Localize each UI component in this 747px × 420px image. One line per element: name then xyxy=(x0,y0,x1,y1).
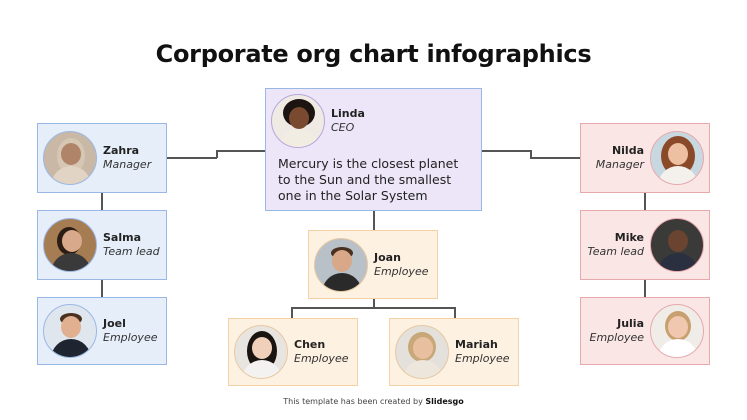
avatar xyxy=(650,304,704,358)
person-role: Team lead xyxy=(587,245,644,258)
person-role: Employee xyxy=(294,352,349,365)
person-card-mike[interactable]: Mike Team lead xyxy=(580,210,710,280)
person-card-joel[interactable]: Joel Employee xyxy=(37,297,167,365)
person-name: Linda xyxy=(331,107,365,120)
avatar xyxy=(271,94,325,148)
person-card-chen[interactable]: Chen Employee xyxy=(228,318,358,386)
ceo-description: Mercury is the closest planet to the Sun… xyxy=(278,156,459,203)
connector-line xyxy=(454,307,456,318)
person-name: Mariah xyxy=(455,338,498,351)
ceo-card[interactable]: Linda CEO Mercury is the closest planet … xyxy=(265,88,482,211)
person-name: Nilda xyxy=(611,144,644,157)
person-card-nilda[interactable]: Nilda Manager xyxy=(580,123,710,193)
connector-line xyxy=(291,307,293,318)
person-card-julia[interactable]: Julia Employee xyxy=(580,297,710,365)
brand-link[interactable]: Slidesgo xyxy=(425,397,464,406)
footer-credit: This template has been created by Slides… xyxy=(283,397,464,406)
avatar xyxy=(314,237,368,292)
person-card-joan[interactable]: Joan Employee xyxy=(308,230,438,299)
person-card-zahra[interactable]: Zahra Manager xyxy=(37,123,167,193)
avatar xyxy=(650,218,704,272)
person-role: Employee xyxy=(455,352,510,365)
avatar xyxy=(43,131,97,185)
person-name: Joel xyxy=(103,317,126,330)
person-name: Joan xyxy=(374,250,401,264)
connector-line xyxy=(291,307,455,309)
page-title: Corporate org chart infographics xyxy=(155,40,592,68)
person-role: Employee xyxy=(589,331,644,344)
connector-line xyxy=(644,280,646,297)
person-role: CEO xyxy=(331,121,355,134)
avatar xyxy=(395,325,449,379)
person-role: Team lead xyxy=(103,245,160,258)
connector-line xyxy=(373,299,375,308)
person-role: Manager xyxy=(103,158,152,171)
connector-line xyxy=(482,150,531,152)
person-name: Chen xyxy=(294,338,326,351)
connector-line xyxy=(101,193,103,210)
connector-line xyxy=(373,211,375,230)
connector-line xyxy=(530,150,532,158)
connector-line xyxy=(167,157,217,159)
person-card-salma[interactable]: Salma Team lead xyxy=(37,210,167,280)
person-card-mariah[interactable]: Mariah Employee xyxy=(389,318,519,386)
connector-line xyxy=(216,150,218,158)
person-name: Zahra xyxy=(103,144,140,157)
connector-line xyxy=(530,157,580,159)
connector-line xyxy=(101,280,103,297)
avatar xyxy=(43,304,97,358)
avatar xyxy=(43,218,97,272)
person-name: Julia xyxy=(617,317,644,330)
avatar xyxy=(650,131,704,185)
connector-line xyxy=(644,193,646,210)
avatar xyxy=(234,325,288,379)
person-role: Employee xyxy=(103,331,158,344)
person-role: Employee xyxy=(374,264,429,278)
person-name: Mike xyxy=(614,231,644,244)
person-name: Salma xyxy=(103,231,142,244)
person-role: Manager xyxy=(595,158,644,171)
connector-line xyxy=(216,150,265,152)
